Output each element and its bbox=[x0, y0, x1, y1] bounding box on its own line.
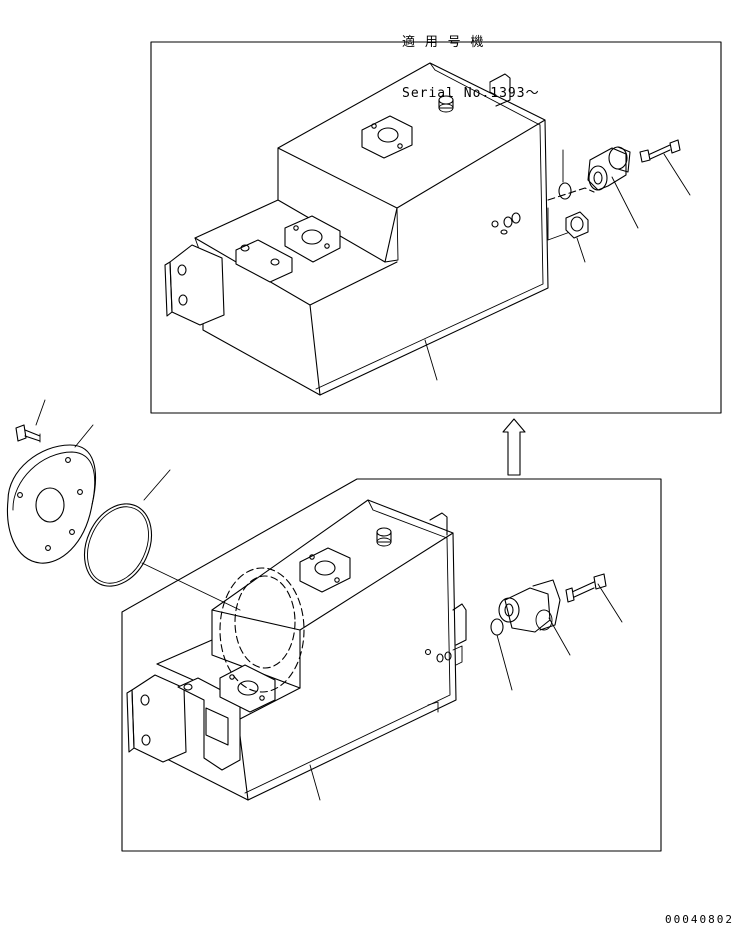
top-leader-lines bbox=[424, 149, 691, 381]
drawing-code: 00040802 bbox=[665, 913, 734, 926]
cover-bolt bbox=[15, 424, 41, 443]
top-panel-frame bbox=[150, 41, 722, 414]
top-sensor-assembly bbox=[547, 139, 681, 241]
bottom-tank bbox=[126, 499, 467, 801]
o-ring bbox=[83, 503, 153, 587]
bottom-panel-frame bbox=[121, 478, 662, 852]
bottom-leader-lines bbox=[35, 399, 623, 801]
version-change-arrow bbox=[502, 418, 526, 476]
top-tank bbox=[164, 62, 549, 396]
bottom-sensor-assembly bbox=[490, 573, 607, 636]
cover-plate bbox=[6, 444, 97, 564]
o-ring-guide-line bbox=[141, 562, 241, 611]
